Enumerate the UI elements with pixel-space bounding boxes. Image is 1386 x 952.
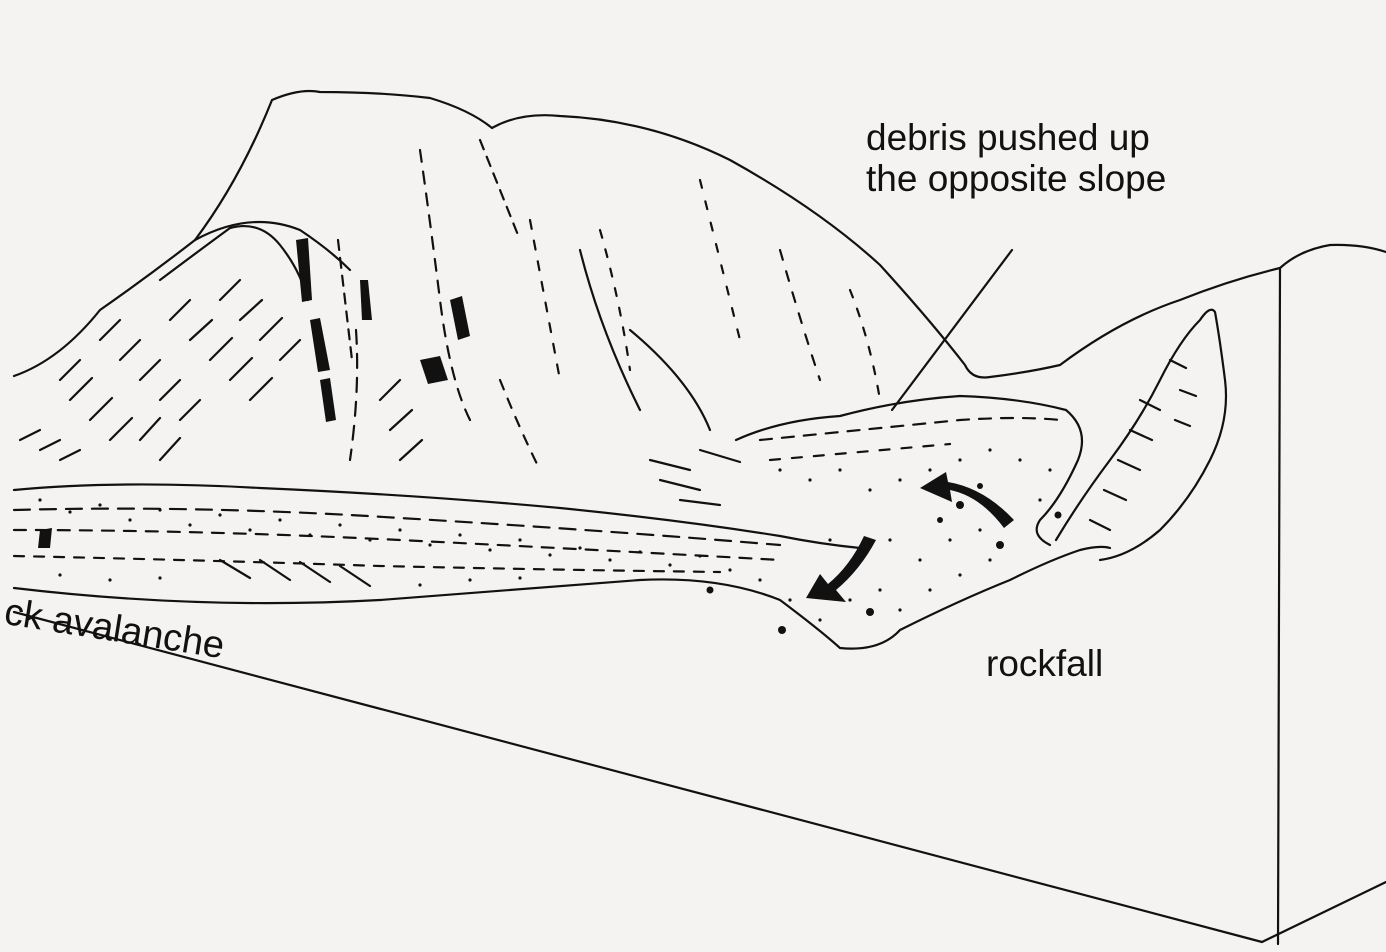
right-slope-profile <box>1280 245 1386 268</box>
leader-line <box>892 250 1012 410</box>
label-debris-line1: debris pushed up <box>866 118 1166 159</box>
spur-outline <box>160 226 308 300</box>
deposit-stipple <box>38 448 1061 634</box>
movement-arrows <box>806 472 1014 602</box>
label-debris-pushed-up: debris pushed up the opposite slope <box>866 118 1166 199</box>
label-debris-line2: the opposite slope <box>866 159 1166 200</box>
deposit-upper-outline <box>14 484 860 548</box>
label-rockfall: rockfall <box>986 644 1103 685</box>
arrow-upslope <box>920 472 1014 528</box>
rock-streaks <box>38 238 470 548</box>
ridge-line <box>195 222 350 270</box>
block-right-front-edge <box>1262 882 1386 942</box>
block-right-corner-edge <box>1278 268 1280 944</box>
